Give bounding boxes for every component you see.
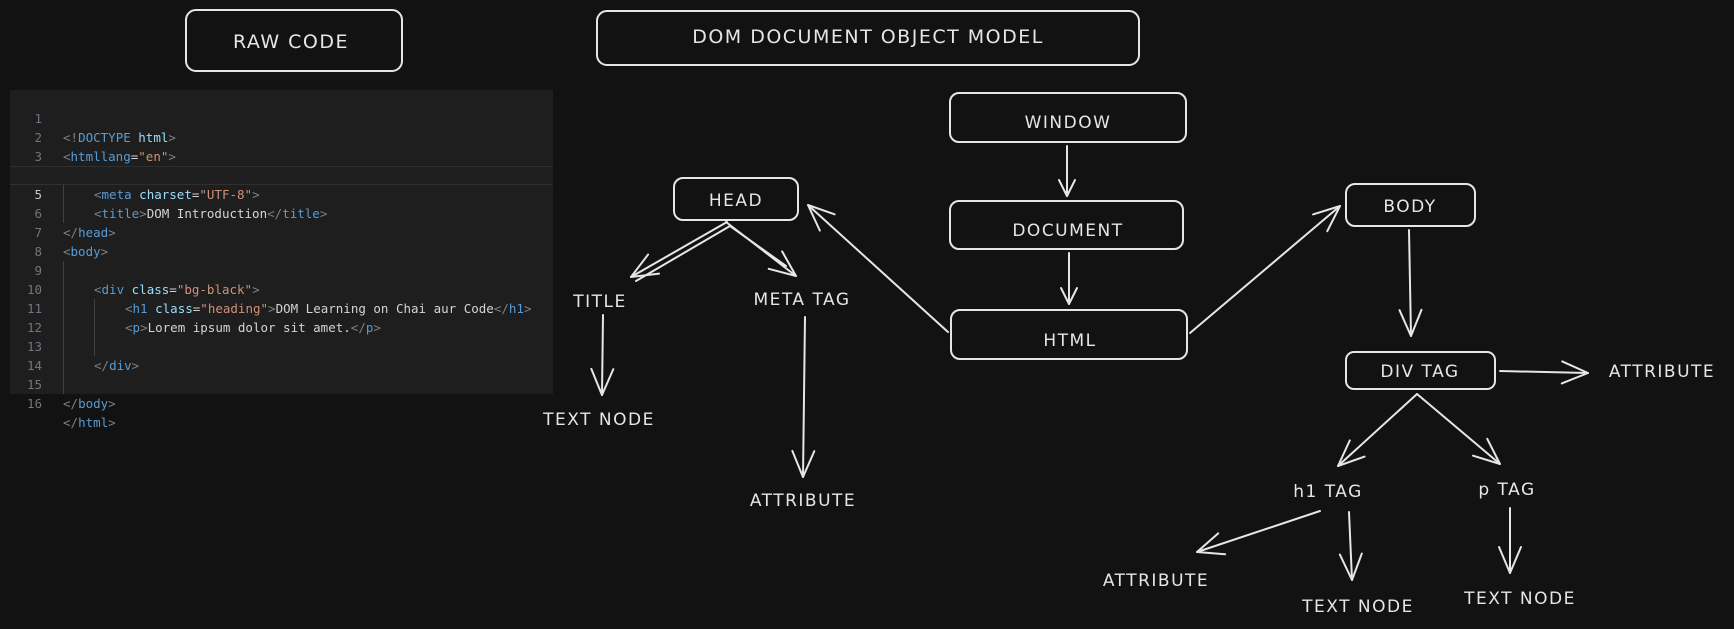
edge-head-title [630,221,728,278]
code-line: 7 <body> [10,204,553,259]
code-line: 15 </body> [10,356,553,411]
edge-div-attribute [1499,360,1589,385]
meta-tag-node: META TAG [753,290,850,310]
code-line: 9 <div class="bg-black"> [10,242,553,299]
code-line: 10 <h1 class="heading">DOM Learning on C… [10,261,553,318]
code-line-active: 5 <title>DOM Introduction</title> [10,166,553,223]
line-number: 7 [34,225,42,240]
head-node: HEAD [709,191,763,211]
head-node-box [673,177,799,221]
h1-tag-node: h1 TAG [1293,482,1363,502]
html-node-box [950,309,1188,360]
code-line: 12 [10,299,553,356]
line-number: 3 [34,149,42,164]
line-number: 10 [26,282,42,297]
code-line: 3 <head> [10,128,553,183]
body-node-box [1345,183,1476,227]
body-node: BODY [1383,197,1436,217]
line-number: 8 [34,244,42,259]
code-line: 16 </html> [10,375,553,430]
line-number: 5 [34,187,42,202]
code-line: 1 <!DOCTYPE html> [10,90,553,145]
code-line: 8 [10,223,553,280]
div-tag-node-box [1345,351,1496,390]
edge-html-head [807,204,949,333]
h1-attribute-node: ATTRIBUTE [1103,571,1209,591]
window-node: WINDOW [1025,113,1112,133]
edge-head-meta-sketch [729,225,787,267]
line-number: 12 [26,320,42,335]
code-line: 13 </div> [10,318,553,375]
document-node: DOCUMENT [1012,221,1123,241]
code-line: 2 <htmllang="en"> [10,109,553,164]
dom-title-box [596,10,1140,66]
line-number: 16 [26,396,42,411]
raw-code-title: RAW CODE [233,31,349,53]
line-number: 15 [26,377,42,392]
line-number: 1 [34,111,42,126]
div-tag-node: DIV TAG [1380,362,1459,382]
edge-div-p [1416,393,1501,465]
edge-h1-attribute [1196,510,1321,556]
line-number: 2 [34,130,42,145]
line-number: 6 [34,206,42,221]
code-line: 14 [10,337,553,394]
line-number: 14 [26,358,42,373]
edge-meta-attribute [791,316,816,478]
edge-h1-textnode [1338,511,1363,581]
title-text-node: TEXT NODE [542,410,655,430]
code-editor: 1 <!DOCTYPE html> 2 <htmllang="en"> 3 <h… [10,90,553,430]
edge-div-h1 [1337,393,1418,467]
line-number: 13 [26,339,42,354]
edge-html-body [1189,205,1341,334]
code-line: 4 <meta charset="UTF-8"> [10,147,553,204]
edge-body-div [1398,229,1423,337]
html-node: HTML [1043,331,1096,351]
title-node: TITLE [572,292,627,312]
div-attribute-node: ATTRIBUTE [1609,362,1715,382]
edge-title-textnode [590,314,615,396]
meta-attribute-node: ATTRIBUTE [750,491,856,511]
raw-code-title-box [185,9,403,72]
dom-title: DOM DOCUMENT OBJECT MODEL [692,26,1044,48]
line-number: 9 [34,263,42,278]
code-line: 11 <p>Lorem ipsum dolor sit amet.</p> [10,280,553,337]
p-tag-node: p TAG [1478,480,1535,500]
document-node-box [949,200,1184,250]
h1-text-node: TEXT NODE [1301,597,1414,617]
code-line: 6 </head> [10,185,553,240]
p-text-node: TEXT NODE [1463,589,1576,609]
edge-head-title-sketch [635,225,731,282]
window-node-box [949,92,1187,143]
line-number: 11 [26,301,42,316]
